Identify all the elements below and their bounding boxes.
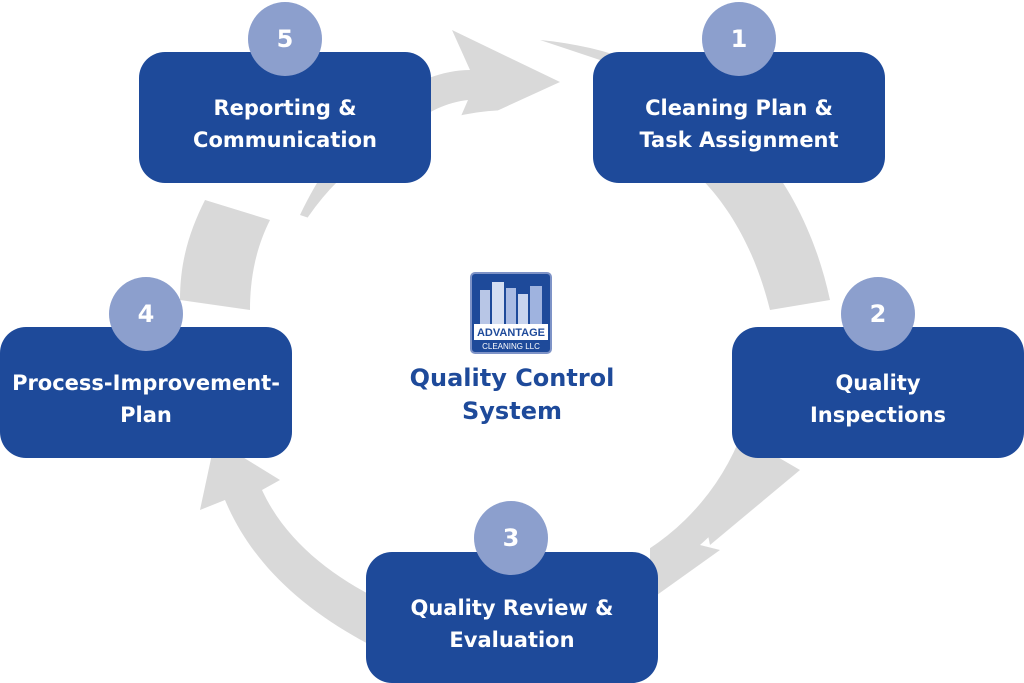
logo-line1: ADVANTAGE (477, 327, 545, 339)
logo-line2: CLEANING LLC (482, 342, 540, 351)
arrow-4-to-5 (180, 200, 270, 310)
step-badge-3: 3 (474, 501, 548, 575)
step-badge-1: 1 (702, 2, 776, 76)
step-label-2: Quality Inspections (809, 370, 947, 427)
step-label-3: Quality Review & Evaluation (410, 595, 614, 652)
diagram-title: Quality Control System (409, 364, 615, 425)
step-badge-5: 5 (248, 2, 322, 76)
step-label-4: Process-Improvement- Plan (12, 370, 280, 427)
step-box-4: Process-Improvement- Plan (0, 327, 292, 458)
step-label-1: Cleaning Plan & Task Assignment (639, 95, 839, 152)
arrow-3-to-4 (200, 440, 380, 650)
step-badge-4: 4 (109, 277, 183, 351)
step-badge-2: 2 (841, 277, 915, 351)
advantage-cleaning-logo: ADVANTAGE CLEANING LLC (470, 272, 552, 354)
step-label-5: Reporting & Communication (193, 95, 377, 152)
